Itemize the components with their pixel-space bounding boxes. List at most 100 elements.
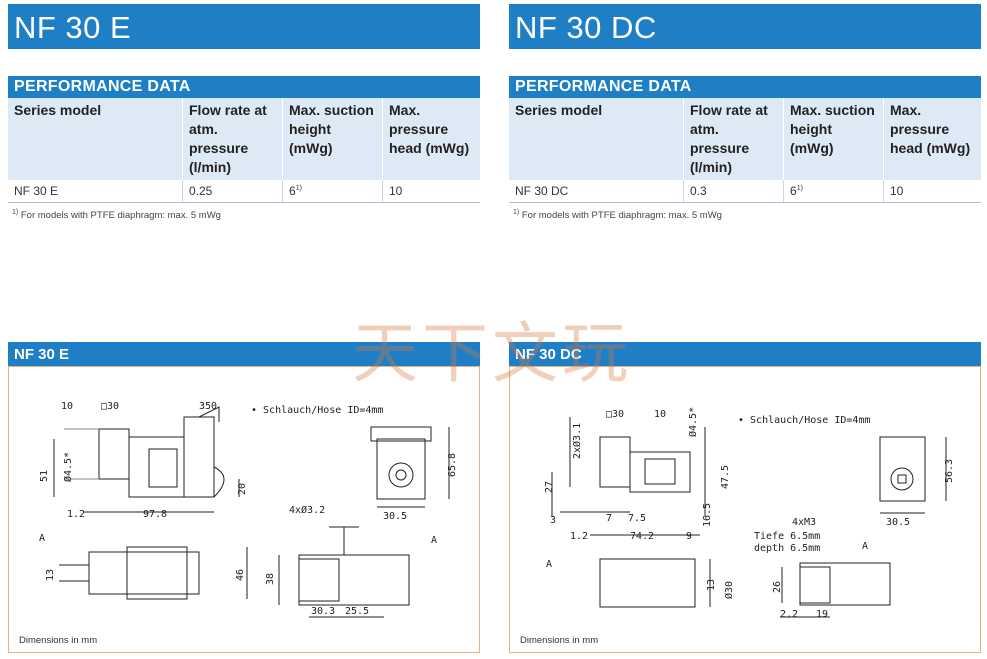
dim-13: 13 (45, 569, 56, 581)
dim-65-8: 65.8 (447, 453, 458, 477)
table-row: NF 30 E 0.25 61) 10 (8, 180, 480, 203)
dim-4-5: Ø4.5* (62, 452, 74, 482)
dim-20: 20 (237, 483, 248, 495)
dim-13: 13 (706, 579, 717, 591)
dim-2-2: 2.2 (780, 609, 798, 620)
end-view-square (897, 474, 907, 484)
right-performance-heading-text: PERFORMANCE DATA (515, 78, 692, 95)
table-header-row: Series model Flow rate at atm. pressure … (8, 98, 480, 180)
cell-model: NF 30 E (8, 180, 183, 203)
dim-4x3-2: 4xØ3.2 (289, 504, 325, 516)
pump-head-outline (599, 436, 631, 488)
header-series-model: Series model (509, 98, 684, 180)
footnote-text: For models with PTFE diaphragm: max. 5 m… (20, 210, 221, 222)
side-view-outline (799, 562, 891, 606)
dim-350: 350 (199, 401, 217, 412)
cell-model: NF 30 DC (509, 180, 684, 203)
dim-46: 46 (235, 569, 246, 581)
header-flow-rate: Flow rate at atm. pressure (l/min) (182, 98, 283, 180)
right-performance-table: Series model Flow rate at atm. pressure … (509, 98, 981, 203)
tiefe-note: Tiefe 6.5mm (754, 531, 820, 542)
dim-26: 26 (772, 581, 783, 593)
right-dimension-labels: □30 10 Ø4.5* • Schlauch/Hose ID=4mm 2xØ3… (544, 407, 955, 620)
hose-note: • Schlauch/Hose ID=4mm (251, 405, 383, 416)
cell-flow: 0.3 (683, 180, 784, 203)
hose-note: • Schlauch/Hose ID=4mm (738, 415, 870, 426)
dim-7-5: 7.5 (628, 513, 646, 524)
dim-30: □30 (101, 401, 119, 412)
depth-note: depth 6.5mm (754, 543, 820, 554)
header-suction: Max. suction height (mWg) (282, 98, 383, 180)
dim-3: 3 (550, 515, 556, 526)
suction-value: 6 (790, 184, 797, 198)
bottom-view-outline (88, 551, 200, 595)
left-diagram-heading-text: NF 30 E (14, 346, 70, 363)
end-view-port-inner (395, 469, 407, 481)
dim-30-5: 30.5 (886, 517, 910, 528)
cell-flow: 0.25 (182, 180, 283, 203)
left-performance-heading-text: PERFORMANCE DATA (14, 78, 191, 95)
dim-16-5: 16.5 (702, 503, 713, 527)
right-dimensions-note: Dimensions in mm (520, 635, 599, 646)
cell-suction: 61) (282, 180, 383, 203)
cell-pressure: 10 (883, 180, 981, 203)
dim-27: 27 (544, 481, 555, 493)
dim-74-2: 74.2 (630, 531, 654, 542)
footnote-text: For models with PTFE diaphragm: max. 5 m… (521, 210, 722, 222)
header-pressure: Max. pressure head (mWg) (883, 98, 981, 180)
right-diagram-heading: NF 30 DC (509, 342, 981, 366)
cell-suction: 61) (783, 180, 884, 203)
table-row: NF 30 DC 0.3 61) 10 (509, 180, 981, 203)
view-a-label: A (39, 533, 45, 544)
right-performance-heading: PERFORMANCE DATA (509, 76, 981, 98)
dim-38: 38 (265, 573, 276, 585)
motor-window (148, 448, 178, 488)
motor-body-outline (128, 436, 185, 498)
right-drawing-svg: □30 10 Ø4.5* • Schlauch/Hose ID=4mm 2xØ3… (544, 407, 955, 620)
left-title-bar: NF 30 E (8, 4, 480, 49)
dim-97-8: 97.8 (143, 509, 167, 520)
dim-1-2: 1.2 (570, 531, 588, 542)
header-flow-rate: Flow rate at atm. pressure (l/min) (683, 98, 784, 180)
end-view-top (370, 426, 432, 442)
dim-9: 9 (686, 531, 692, 542)
left-title: NF 30 E (14, 10, 132, 45)
footnote-mark: 1) (513, 209, 520, 216)
right-dimension-drawing: □30 10 Ø4.5* • Schlauch/Hose ID=4mm 2xØ3… (509, 366, 981, 653)
view-a-label-2: A (431, 535, 437, 546)
dim-51: 51 (39, 470, 50, 482)
table-header-row: Series model Flow rate at atm. pressure … (509, 98, 981, 180)
dim-2x3-1: 2xØ3.1 (571, 423, 583, 459)
dim-25-5: 25.5 (345, 606, 369, 617)
left-dimension-labels: 10 □30 350 • Schlauch/Hose ID=4mm 51 Ø4.… (39, 401, 458, 617)
cell-pressure: 10 (382, 180, 480, 203)
left-diagram-heading: NF 30 E (8, 342, 480, 366)
header-pressure: Max. pressure head (mWg) (382, 98, 480, 180)
dim-1-2: 1.2 (67, 509, 85, 520)
dim-dia-30: Ø30 (723, 581, 735, 599)
view-a-label-2: A (862, 541, 868, 552)
pump-head-outline (98, 428, 130, 480)
footnote-marker: 1) (295, 185, 302, 192)
motor-body-outline (629, 451, 691, 493)
footnote-marker: 1) (796, 185, 803, 192)
dim-30-5: 30.5 (383, 511, 407, 522)
right-footnote: 1) For models with PTFE diaphragm: max. … (513, 209, 722, 221)
dim-10: 10 (654, 409, 666, 420)
left-dimension-drawing: 10 □30 350 • Schlauch/Hose ID=4mm 51 Ø4.… (8, 366, 480, 653)
dim-10: 10 (61, 401, 73, 412)
right-diagram-heading-text: NF 30 DC (515, 346, 582, 363)
dim-47-5: 47.5 (720, 465, 731, 489)
end-view-outline (376, 438, 426, 500)
left-footnote: 1) For models with PTFE diaphragm: max. … (12, 209, 221, 221)
dim-4-5: Ø4.5* (687, 407, 699, 437)
left-performance-heading: PERFORMANCE DATA (8, 76, 480, 98)
end-view-port (890, 467, 914, 491)
spring-clip (213, 466, 225, 498)
dim-30: □30 (606, 409, 624, 420)
dim-7: 7 (606, 513, 612, 524)
header-suction: Max. suction height (mWg) (783, 98, 884, 180)
dim-4xm3: 4xM3 (792, 517, 816, 528)
footnote-mark: 1) (12, 209, 19, 216)
side-view-head (799, 566, 831, 604)
